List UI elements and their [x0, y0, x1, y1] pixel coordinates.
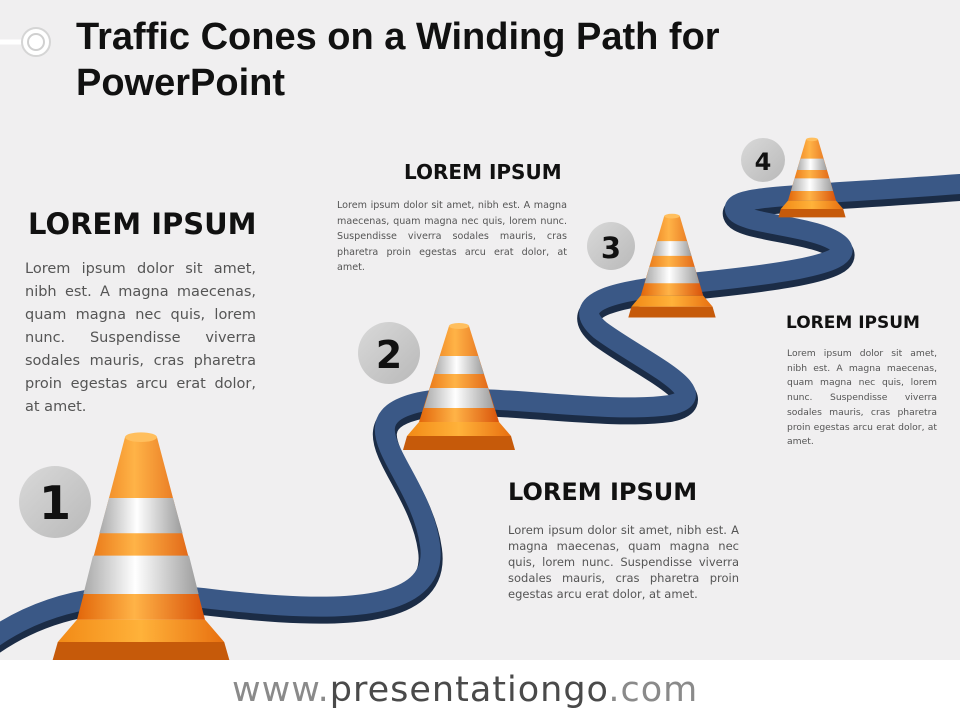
footer-bar [0, 660, 960, 720]
title-line-2: PowerPoint [76, 62, 286, 104]
step-badge-1: 1 [19, 466, 91, 538]
step-number-1: 1 [39, 476, 71, 530]
title-pin-icon [0, 27, 51, 57]
step-number-4: 4 [755, 148, 772, 176]
traffic-cone-4 [778, 137, 846, 218]
step-text-3: Lorem ipsum dolor sit amet, nibh est. A … [337, 200, 567, 273]
traffic-cone-2 [403, 323, 515, 450]
step-badge-4: 4 [741, 138, 785, 182]
step-heading-4: LOREM IPSUM [786, 313, 920, 333]
footer-url: www.presentationgo.com [232, 670, 698, 710]
page-title: Traffic Cones on a Winding Path for Powe… [76, 14, 936, 106]
footer-url-suffix: .com [608, 670, 699, 710]
step-heading-3: LOREM IPSUM [404, 160, 562, 184]
traffic-cone-1 [51, 432, 231, 665]
step-text-4: Lorem ipsum dolor sit amet, nibh est. A … [787, 348, 937, 448]
step-heading-1: LOREM IPSUM [28, 207, 257, 241]
step-badge-3: 3 [587, 222, 635, 270]
step-number-2: 2 [376, 333, 402, 377]
step-text-1: Lorem ipsum dolor sit amet, nibh est. A … [25, 261, 256, 415]
traffic-cone-3 [628, 213, 716, 318]
step-text-2: Lorem ipsum dolor sit amet, nibh est. A … [508, 523, 739, 601]
step-number-3: 3 [601, 231, 621, 265]
title-line-1: Traffic Cones on a Winding Path for [76, 16, 720, 58]
step-heading-2: LOREM IPSUM [508, 478, 698, 506]
step-badge-2: 2 [358, 322, 420, 384]
winding-road [0, 174, 960, 653]
footer-url-brand: presentationgo [329, 670, 609, 710]
footer-url-prefix: www. [232, 670, 330, 710]
